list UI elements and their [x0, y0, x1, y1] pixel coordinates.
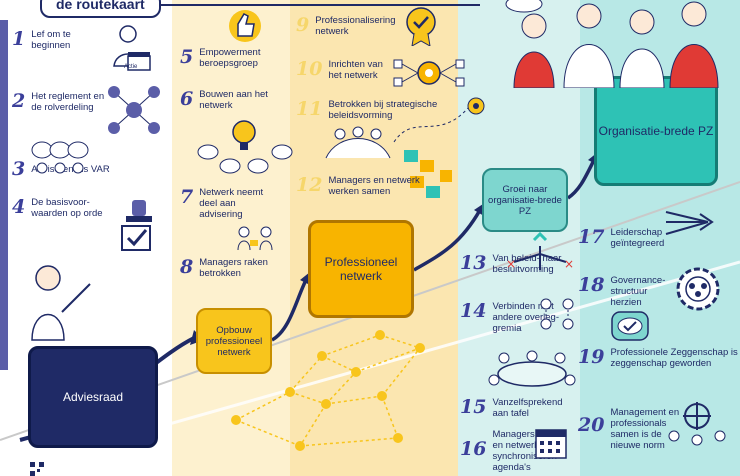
step-number: 15 — [460, 396, 487, 418]
step-number: 20 — [578, 414, 605, 436]
step-10: 10 Inrichten van het netwerk — [296, 58, 396, 82]
step-7: 7 Netwerk neemt deel aan advisering — [180, 186, 267, 221]
page-title: de routekaart — [40, 0, 161, 18]
step-number: 1 — [12, 28, 26, 50]
arrow-groei-org — [566, 159, 596, 200]
step-label: Verbinden met andere overleg-gremia — [492, 301, 559, 334]
step-15: 15 Vanzelfsprekend aan tafel — [460, 396, 564, 420]
step-label: Empowerment beroepsgroep — [199, 47, 261, 69]
step-label: Bouwen aan het netwerk — [199, 89, 268, 111]
phase-adviesraad: Adviesraad — [28, 346, 158, 448]
thumbs-up-icon — [229, 10, 261, 42]
step-20: 20 Management en professionals samen is … — [578, 407, 688, 452]
step-number: 6 — [180, 88, 194, 110]
step-label: Het reglement en de rolverdeling — [31, 91, 105, 113]
phase-groei: Groei naar organisatie-brede PZ — [482, 168, 568, 232]
step-label: Managers en netwerk werken samen — [328, 175, 420, 197]
helm-team-icon — [668, 402, 726, 446]
network-nodes — [231, 330, 425, 451]
step-number: 13 — [460, 252, 487, 274]
step-5: 5 Empowerment beroepsgroep — [180, 46, 289, 70]
step-6: 6 Bouwen aan het netwerk — [180, 88, 279, 112]
side-stripe — [0, 20, 8, 370]
consultation-group-icon — [540, 298, 574, 330]
step-3: 3 Adviseren als VAR — [12, 160, 110, 179]
check-badge-icon — [611, 311, 649, 341]
speech-bubbles-icon — [31, 141, 89, 174]
crossroads-icon: × × — [506, 232, 574, 271]
puzzle-icon — [404, 150, 452, 198]
arrow-prof-groei — [413, 209, 482, 272]
step-label: Netwerk neemt deel aan advisering — [199, 187, 264, 220]
step-number: 19 — [578, 346, 605, 368]
step-8: 8 Managers raken betrokken — [180, 256, 279, 280]
step-1: 1 Lef om te beginnen — [12, 28, 93, 52]
step-label: Inrichten van het netwerk — [328, 59, 383, 81]
gear-network-icon — [393, 59, 465, 87]
step-number: 3 — [12, 158, 26, 180]
step-label: Governance-structuur herzien — [610, 275, 666, 308]
clapperboard-label: Actie — [124, 64, 138, 70]
step-label: De basisvoor-waarden op orde — [31, 197, 103, 219]
step-label: Betrokken bij strategische beleidsvormin… — [328, 99, 438, 121]
step-number: 2 — [12, 90, 26, 112]
step-number: 18 — [578, 274, 605, 296]
step-label: Leiderschap geïntegreerd — [610, 227, 665, 249]
arrows-converge-icon — [665, 211, 714, 235]
title-line — [160, 4, 480, 6]
step-number: 17 — [578, 226, 605, 248]
step-17: 17 Leiderschap geïntegreerd — [578, 226, 680, 250]
step-number: 5 — [180, 46, 194, 68]
step-12: 12 Managers en netwerk werken samen — [296, 174, 424, 198]
crowd-people-illustration — [505, 0, 719, 88]
network-people-icon — [108, 86, 160, 134]
step-label: Managers raken betrokken — [199, 257, 268, 279]
svg-text:×: × — [506, 257, 516, 271]
step-number: 10 — [296, 58, 323, 80]
step-18: 18 Governance-structuur herzien — [578, 274, 680, 309]
step-number: 8 — [180, 256, 194, 278]
calendar-icon — [535, 429, 567, 459]
step-label: Managers en netwerk synchroniseren agend… — [492, 429, 557, 473]
arrow-opbouw-prof — [271, 279, 308, 342]
step-label: Adviseren als VAR — [31, 164, 110, 175]
step-number: 16 — [460, 438, 487, 460]
step-label: Vanzelfsprekend aan tafel — [492, 397, 563, 419]
meeting-target-icon — [325, 97, 485, 159]
person-with-clapperboard-icon — [113, 25, 151, 71]
step-4: 4 De basisvoor-waarden op orde — [12, 196, 105, 220]
handover-icon — [237, 226, 273, 251]
step-9: 9 Professionalisering netwerk — [296, 14, 407, 38]
governance-gear-icon — [676, 267, 720, 311]
step-19: 19 Professionele Zeggenschap is zeggensc… — [578, 346, 740, 370]
presenter-person-icon — [31, 265, 91, 341]
step-number: 4 — [12, 196, 26, 218]
network-edges — [235, 334, 421, 447]
phase-professioneel: Professioneel netwerk — [308, 220, 414, 318]
step-11: 11 Betrokken bij strategische beleidsvor… — [296, 98, 446, 122]
step-number: 9 — [296, 14, 310, 36]
badge-check-icon — [406, 7, 436, 46]
step-number: 11 — [296, 98, 323, 120]
step-number: 14 — [460, 300, 487, 322]
svg-text:×: × — [564, 257, 574, 271]
round-table-icon — [488, 350, 576, 387]
step-14: 14 Verbinden met andere overleg-gremia — [460, 300, 560, 335]
stamp-checkbox-icon — [121, 200, 152, 251]
phase-organisatie: Organisatie-brede PZ — [594, 76, 718, 186]
phase-opbouw: Opbouw professioneel netwerk — [196, 308, 272, 374]
step-16: 16 Managers en netwerk synchroniseren ag… — [460, 429, 557, 474]
step-label: Professionele Zeggenschap is zeggenschap… — [610, 347, 738, 369]
step-number: 12 — [296, 174, 323, 196]
step-number: 7 — [180, 186, 194, 208]
qr-code-icon — [30, 462, 44, 476]
step-label: Lef om te beginnen — [31, 29, 71, 51]
step-label: Management en professionals samen is de … — [610, 407, 680, 451]
lightbulb-network-icon — [197, 120, 293, 174]
step-2: 2 Het reglement en de rolverdeling — [12, 90, 117, 114]
step-label: Professionalisering netwerk — [315, 15, 396, 37]
